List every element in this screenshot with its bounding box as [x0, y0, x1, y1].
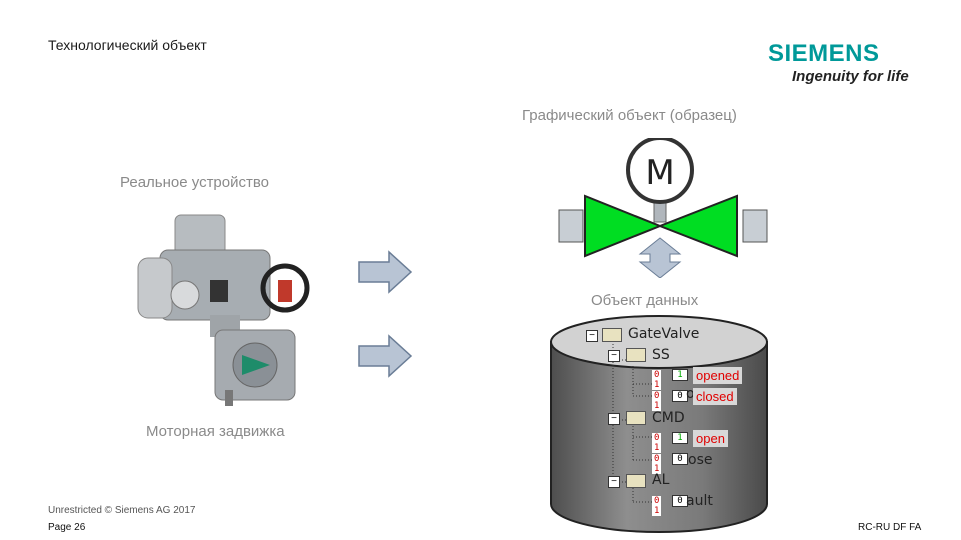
- motor-symbol: M: [645, 153, 674, 193]
- data-tree: − GateValve − SS 0 1 1 opened 0 1 0 o cl…: [580, 322, 780, 522]
- status-open: open: [693, 430, 728, 447]
- valve-graphic: M: [553, 138, 768, 278]
- graphic-object-label: Графический объект (образец): [522, 107, 737, 124]
- status-opened: opened: [693, 367, 742, 384]
- folder-icon: [626, 411, 646, 425]
- tree-node-ss[interactable]: SS: [652, 347, 670, 363]
- collapse-icon[interactable]: −: [608, 476, 620, 488]
- siemens-logo: SIEMENS: [768, 40, 880, 68]
- collapse-icon[interactable]: −: [608, 413, 620, 425]
- folder-icon: [626, 348, 646, 362]
- arrow-right-icon: [355, 250, 415, 294]
- collapse-icon[interactable]: −: [586, 330, 598, 342]
- arrow-right-icon: [355, 334, 415, 378]
- doc-code: RC-RU DF FA: [858, 522, 921, 533]
- motor-valve-image: [130, 210, 310, 410]
- copyright-notice: Unrestricted © Siemens AG 2017: [48, 505, 195, 516]
- motor-valve-label: Моторная задвижка: [146, 423, 285, 440]
- real-device-label: Реальное устройство: [120, 174, 269, 191]
- page-title: Технологический объект: [48, 37, 207, 53]
- tree-node-al-fault[interactable]: ault: [686, 493, 713, 509]
- folder-icon: [626, 474, 646, 488]
- tree-node-cmd-close[interactable]: ose: [688, 452, 712, 468]
- status-closed: closed: [693, 388, 737, 405]
- tree-node-gatevalve[interactable]: GateValve: [628, 326, 699, 342]
- data-object-label: Объект данных: [591, 292, 698, 309]
- page-number: Page 26: [48, 522, 85, 533]
- collapse-icon[interactable]: −: [608, 350, 620, 362]
- tree-node-al[interactable]: AL: [652, 472, 669, 488]
- brand-tagline: Ingenuity for life: [792, 68, 909, 85]
- folder-icon: [602, 328, 622, 342]
- tree-node-cmd[interactable]: CMD: [652, 410, 685, 426]
